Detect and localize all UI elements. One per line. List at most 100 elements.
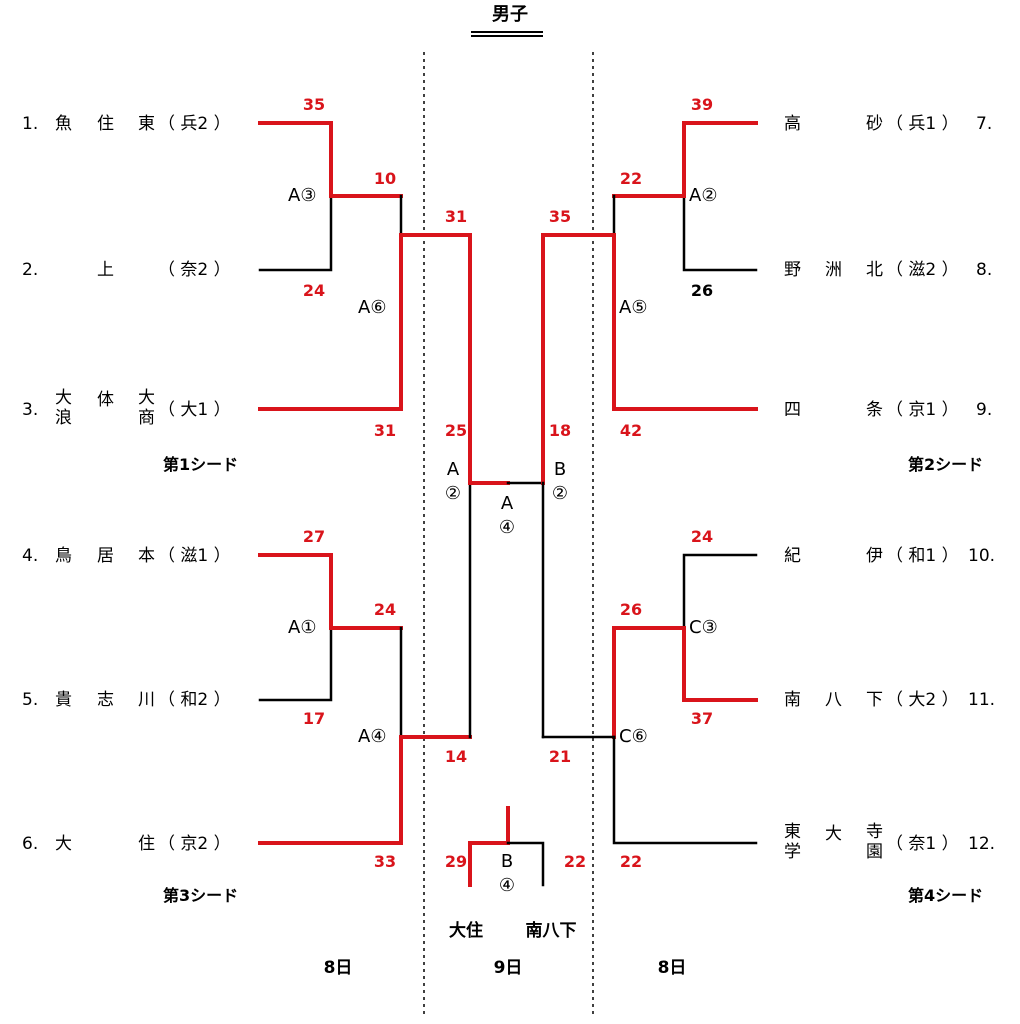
- team-char: 高: [784, 114, 801, 134]
- day-label-center: 9日: [493, 958, 523, 978]
- team-char: 寺: [866, 822, 883, 842]
- line-third-right: [506, 841, 545, 887]
- team-char: 砂: [866, 114, 883, 134]
- team-prefecture: （ 和1 ）: [886, 546, 959, 566]
- match-label-final-number: ④: [498, 517, 516, 538]
- team-char: 条: [866, 400, 883, 420]
- score: 26: [619, 600, 643, 619]
- day-label-right: 8日: [657, 958, 687, 978]
- team-number: 1.: [22, 114, 39, 134]
- team-number: 2.: [22, 260, 39, 280]
- team-prefecture: （ 大2 ）: [886, 690, 959, 710]
- score: 26: [690, 281, 714, 300]
- match-label-final-letter: A: [500, 493, 514, 514]
- match-label-a3: A③: [288, 185, 317, 206]
- score: 33: [373, 852, 397, 871]
- team-char: 洲: [825, 260, 842, 280]
- team-char: 東: [784, 822, 801, 842]
- match-label-semi-b-letter: B: [553, 459, 567, 480]
- score: 24: [373, 600, 397, 619]
- team-number: 7.: [976, 114, 993, 134]
- team-prefecture: （ 滋2 ）: [886, 260, 959, 280]
- day-label-left: 8日: [323, 958, 353, 978]
- score: 27: [302, 527, 326, 546]
- team-char: 本: [138, 546, 155, 566]
- team-char: 伊: [866, 546, 883, 566]
- score: 24: [302, 281, 326, 300]
- team-prefecture: （ 奈1 ）: [886, 834, 959, 854]
- team-number: 5.: [22, 690, 39, 710]
- team-number: 4.: [22, 546, 39, 566]
- team-char: 北: [866, 260, 883, 280]
- line-team11: [682, 626, 758, 702]
- score: 22: [619, 852, 643, 871]
- team-char: 東: [138, 114, 155, 134]
- line-team9: [612, 233, 758, 411]
- score: 29: [444, 852, 468, 871]
- score: 17: [302, 709, 326, 728]
- team-char: 居: [97, 546, 114, 566]
- team-char: 南: [784, 690, 801, 710]
- line-team6: [258, 735, 403, 845]
- score: 25: [444, 421, 468, 440]
- team-prefecture: （ 京1 ）: [886, 400, 959, 420]
- team-char: 大: [55, 388, 72, 408]
- score: 21: [548, 747, 572, 766]
- team-number: 10.: [968, 546, 996, 566]
- score: 37: [690, 709, 714, 728]
- team-char: 野: [784, 260, 801, 280]
- score: 22: [619, 169, 643, 188]
- line-team8: [682, 194, 758, 272]
- match-label-c6: C⑥: [619, 726, 648, 747]
- team-char: 大: [55, 834, 72, 854]
- seed-label-1: 第1シード: [163, 455, 239, 474]
- team-char: 志: [97, 690, 114, 710]
- team-char: 体: [97, 390, 114, 410]
- title-underline: [471, 31, 543, 37]
- page-title: 男子: [492, 4, 528, 25]
- match-label-third-letter: B: [500, 851, 514, 872]
- team-char: 魚: [55, 114, 72, 134]
- line-team12: [612, 735, 758, 845]
- team-char: 大: [138, 388, 155, 408]
- team-char: 四: [784, 400, 801, 420]
- team-char: 紀: [784, 546, 801, 566]
- team-prefecture: （ 滋1 ）: [158, 546, 231, 566]
- line-team4: [258, 553, 333, 630]
- team-number: 11.: [968, 690, 996, 710]
- team-char: 園: [866, 842, 883, 862]
- match-label-semi-b-number: ②: [551, 483, 569, 504]
- score: 10: [373, 169, 397, 188]
- line-team5: [258, 626, 333, 702]
- score: 39: [690, 95, 714, 114]
- team-prefecture: （ 京2 ）: [158, 834, 231, 854]
- team-number: 3.: [22, 400, 39, 420]
- team-prefecture: （ 兵2 ）: [158, 114, 231, 134]
- score: 35: [548, 207, 572, 226]
- line-team10: [682, 553, 758, 630]
- team-char: 大: [825, 824, 842, 844]
- seed-label-2: 第2シード: [908, 455, 984, 474]
- team-char: 八: [825, 690, 842, 710]
- line-team3: [258, 233, 403, 411]
- seed-label-3: 第3シード: [163, 886, 239, 905]
- score: 18: [548, 421, 572, 440]
- third-place-right-team: 南八下: [525, 921, 577, 941]
- team-char: 鳥: [55, 546, 72, 566]
- match-label-a6: A⑥: [358, 297, 387, 318]
- team-number: 6.: [22, 834, 39, 854]
- team-prefecture: （ 奈2 ）: [158, 260, 231, 280]
- team-char: 学: [784, 842, 801, 862]
- team-char: 住: [138, 834, 155, 854]
- team-prefecture: （ 兵1 ）: [886, 114, 959, 134]
- team-prefecture: （ 和2 ）: [158, 690, 231, 710]
- match-label-third-number: ④: [498, 875, 516, 896]
- match-label-a1: A①: [288, 617, 317, 638]
- line-team7: [682, 121, 758, 198]
- team-char: 上: [97, 260, 114, 280]
- team-char: 下: [866, 690, 883, 710]
- team-char: 住: [97, 114, 114, 134]
- score: 22: [563, 852, 587, 871]
- match-label-semi-a-letter: A: [446, 459, 460, 480]
